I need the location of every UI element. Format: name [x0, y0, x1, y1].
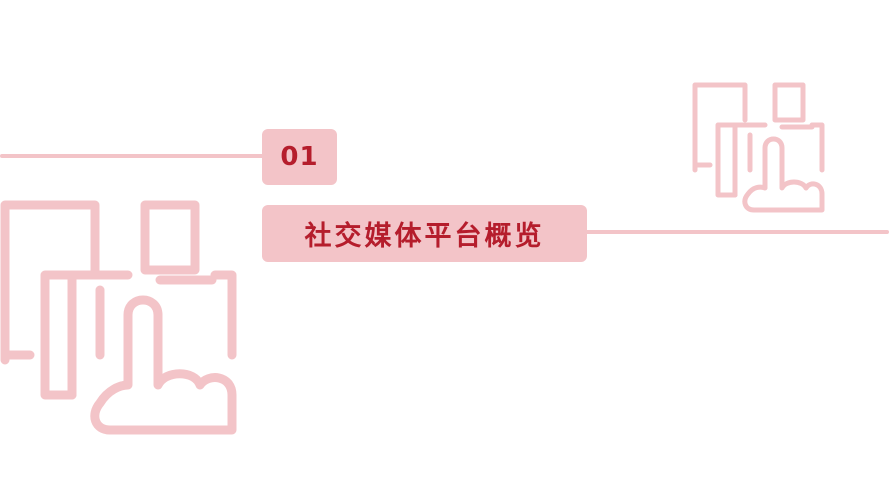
section-number: 01 — [280, 142, 319, 172]
hand-tapping-interface-icon — [0, 200, 237, 435]
left-divider-line — [0, 154, 268, 158]
section-title-badge: 社交媒体平台概览 — [262, 205, 587, 262]
right-divider-line — [583, 230, 889, 234]
section-title: 社交媒体平台概览 — [304, 221, 545, 252]
section-number-badge: 01 — [262, 129, 337, 185]
hand-tapping-interface-small-icon — [692, 82, 825, 213]
